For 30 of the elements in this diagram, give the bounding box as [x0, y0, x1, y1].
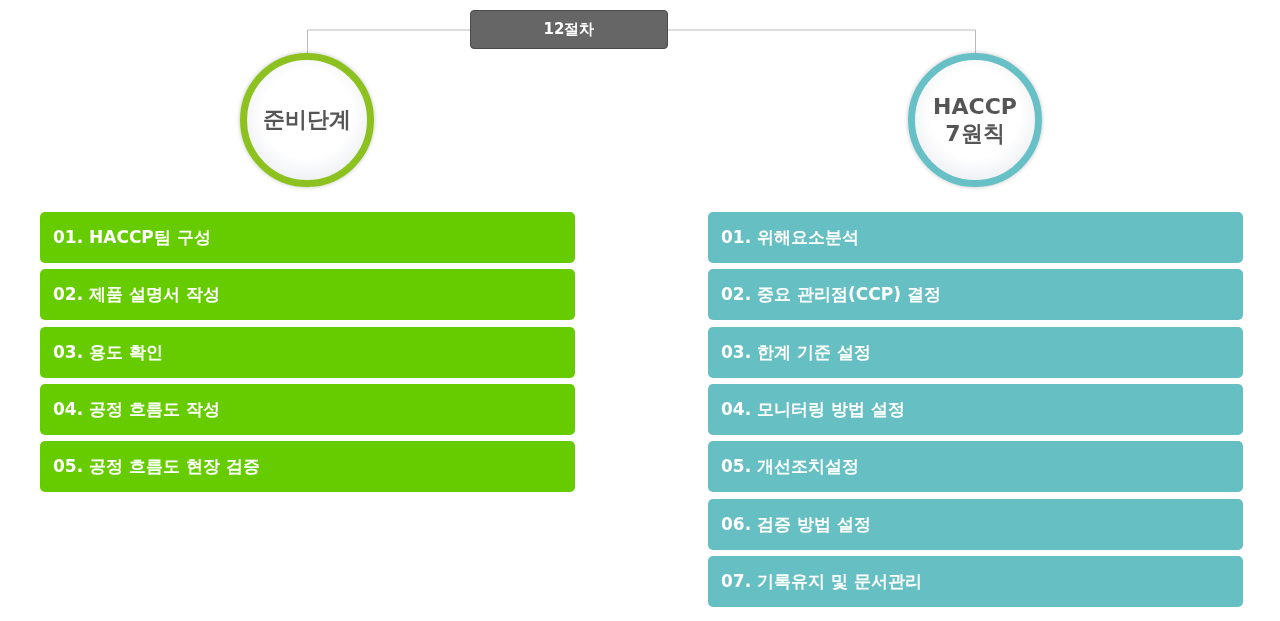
step-label: 03. 용도 확인: [53, 341, 163, 364]
step-box: [708, 269, 1243, 320]
step-label: 01. HACCP팀 구성: [53, 226, 211, 249]
step-label: 02. 중요 관리점(CCP) 결정: [721, 283, 941, 306]
step-label: 04. 공정 흐름도 작성: [53, 398, 220, 421]
connector-line: [667, 29, 976, 54]
step-box: [40, 212, 575, 263]
step-box: [40, 441, 575, 492]
step-box: [708, 441, 1243, 492]
title-label: 12절차: [543, 20, 595, 39]
step-label: 04. 모니터링 방법 설정: [721, 398, 905, 421]
step-label: 05. 개선조치설정: [721, 455, 860, 478]
step-label: 01. 위해요소분석: [721, 226, 860, 249]
step-box: [708, 384, 1243, 435]
connector-line: [307, 29, 471, 54]
step-box: [708, 499, 1243, 550]
step-box: [40, 384, 575, 435]
step-box: [708, 212, 1243, 263]
step-label: 07. 기록유지 및 문서관리: [721, 570, 922, 593]
step-box: [708, 556, 1243, 607]
step-box: [40, 269, 575, 320]
title-box: [470, 10, 668, 49]
phase-label: 준비단계: [263, 106, 351, 134]
step-label: 02. 제품 설명서 작성: [53, 283, 220, 306]
step-box: [40, 327, 575, 378]
step-label: 06. 검증 방법 설정: [721, 513, 871, 536]
step-label: 03. 한계 기준 설정: [721, 341, 871, 364]
phase-label: HACCP 7원칙: [932, 92, 1018, 148]
step-label: 05. 공정 흐름도 현장 검증: [53, 455, 260, 478]
step-box: [708, 327, 1243, 378]
